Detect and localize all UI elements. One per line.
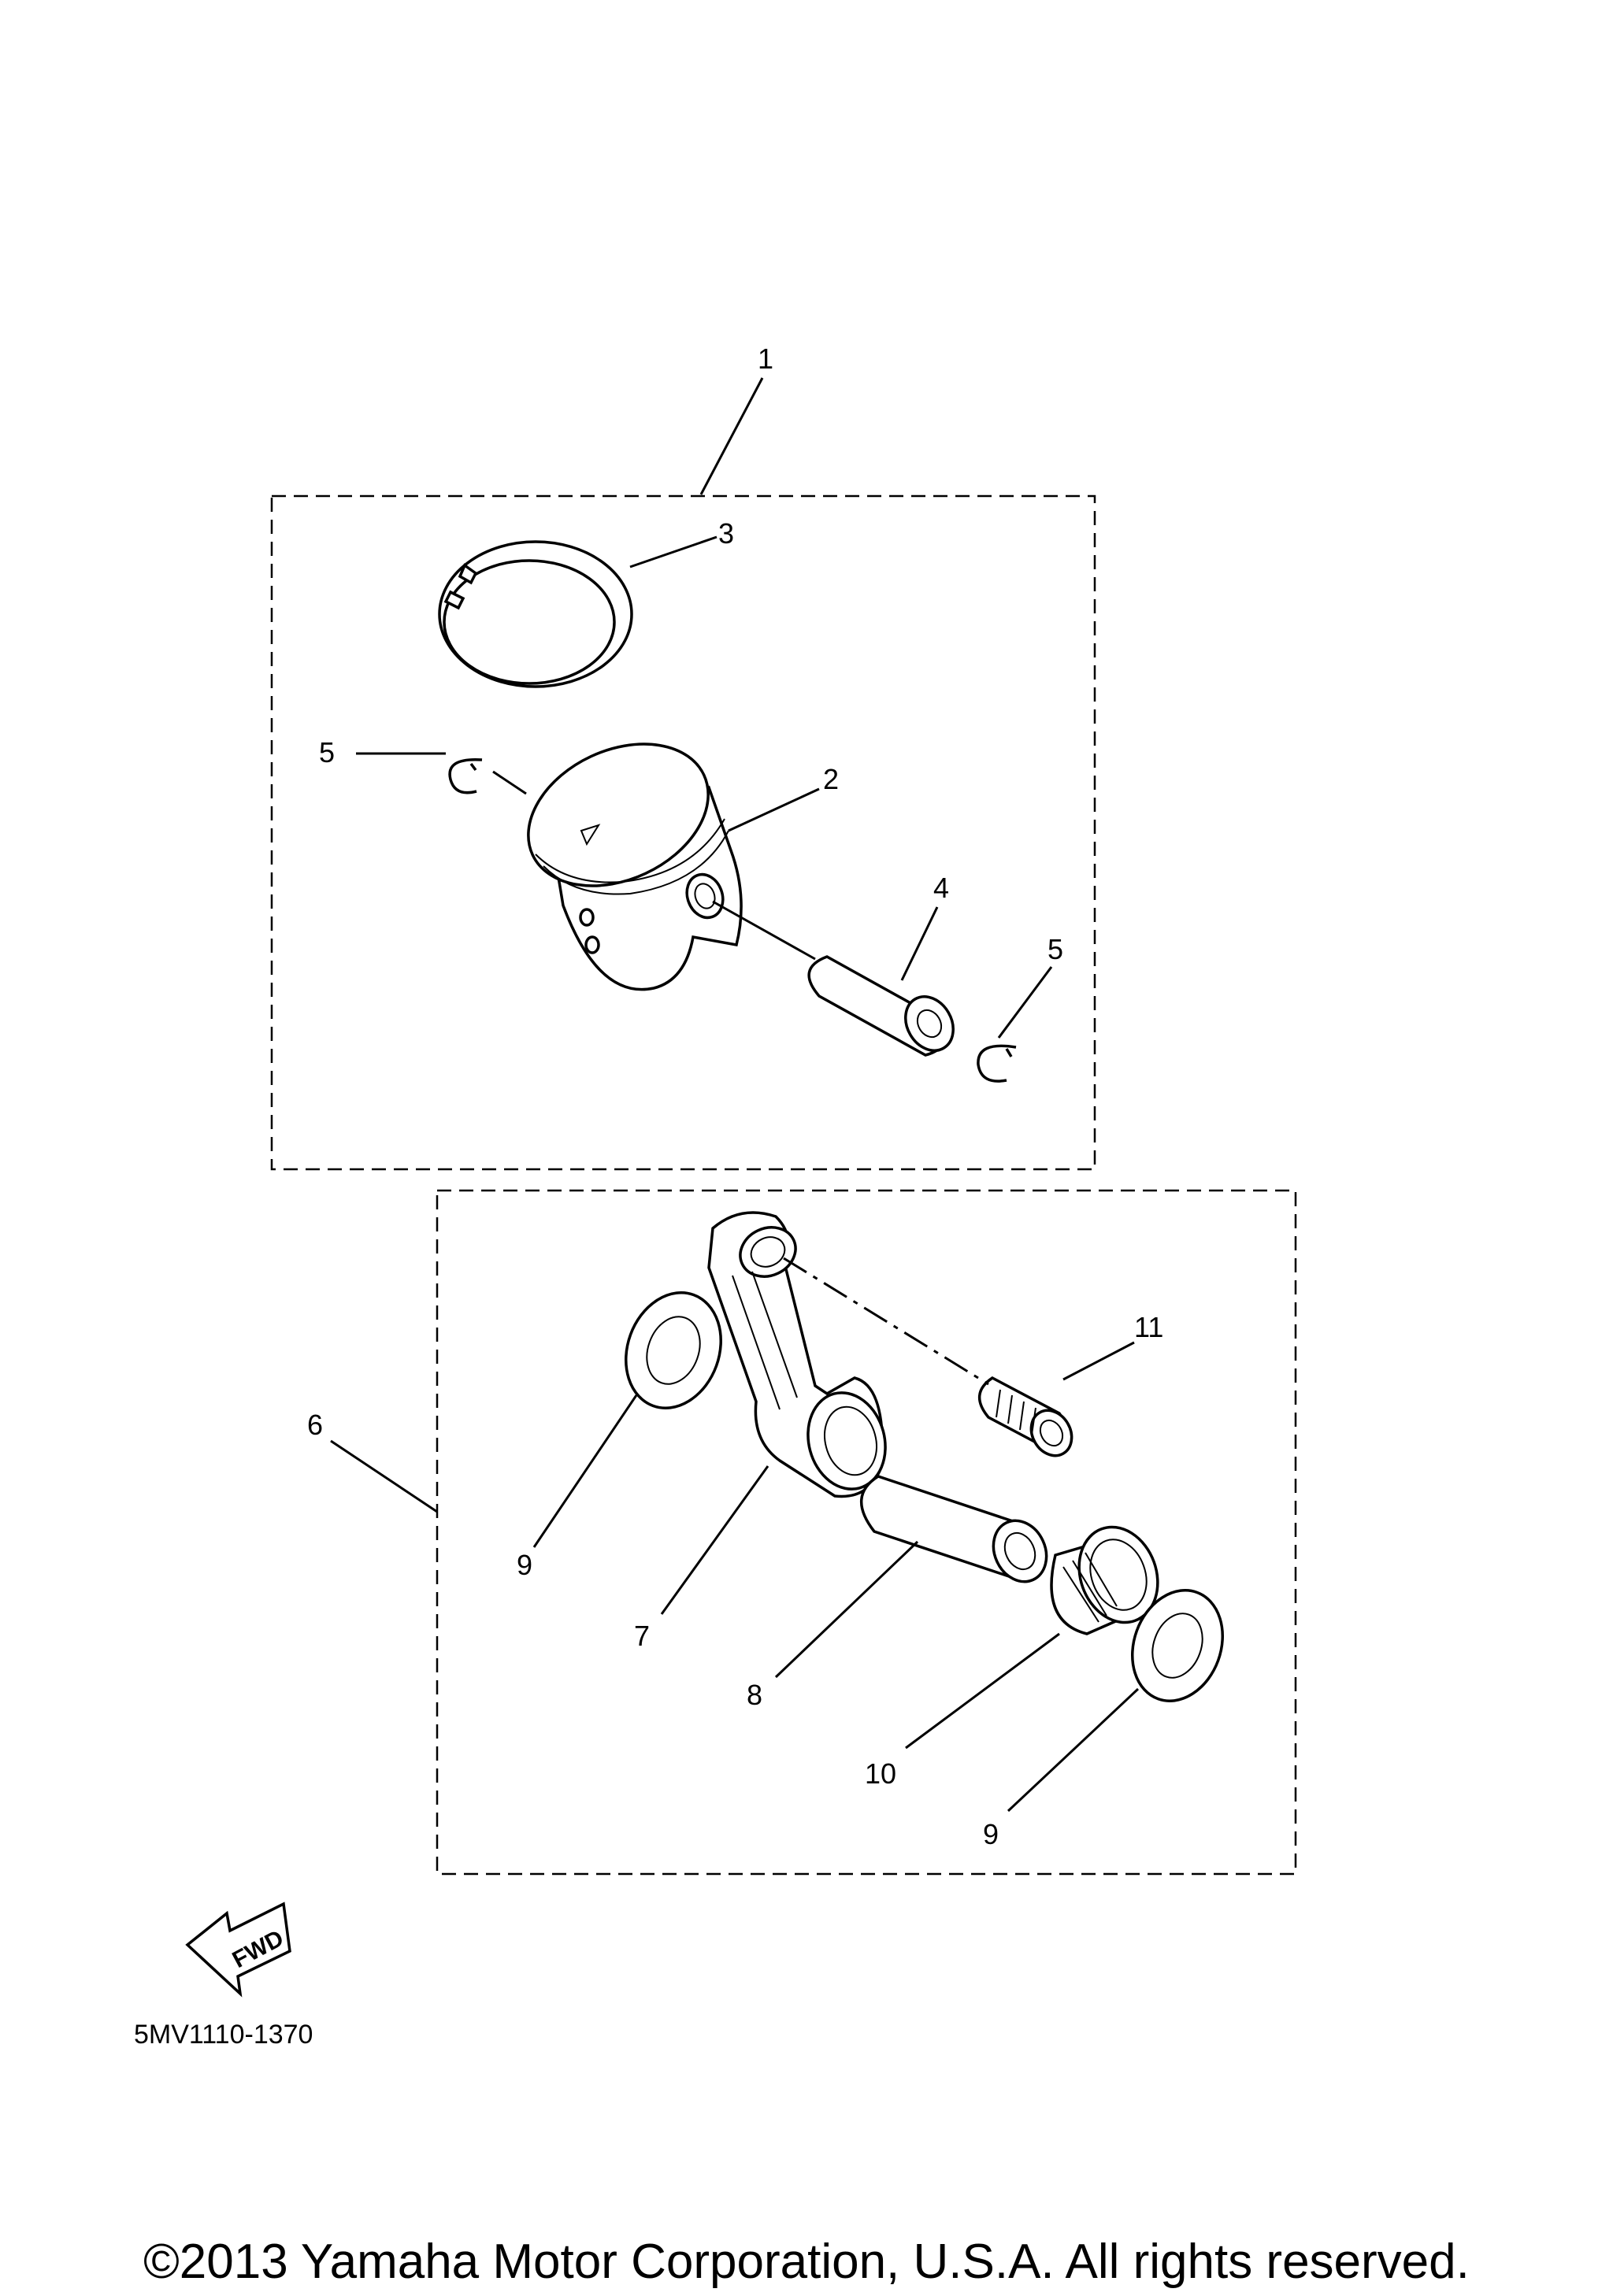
callout-2: 2 [823,763,839,795]
callout-5-right: 5 [1048,933,1063,965]
callout-7: 7 [634,1620,650,1652]
fwd-arrow-icon: FWD [185,1902,291,1998]
callout-6: 6 [307,1409,323,1441]
piston-pin[interactable] [807,955,962,1059]
crank-pin[interactable] [860,1475,1056,1591]
connecting-rod-group-box [436,1189,1297,1876]
thrust-washer-lower[interactable] [1118,1578,1238,1714]
circlip-left[interactable] [448,757,483,794]
small-end-bearing[interactable] [977,1376,1080,1463]
callout-9-upper: 9 [517,1549,532,1581]
callout-3: 3 [718,517,734,550]
piston[interactable] [506,717,743,991]
callout-9-lower: 9 [983,1818,999,1850]
big-end-bearing[interactable] [1050,1516,1170,1635]
piston-kit-group-box [270,494,1096,1171]
thrust-washer-upper[interactable] [610,1279,736,1422]
diagram-code: 5MV1110-1370 [134,2020,313,2050]
callout-11: 11 [1134,1311,1163,1343]
connecting-rod[interactable] [707,1211,895,1498]
callout-8: 8 [747,1679,762,1711]
piston-ring[interactable] [438,540,633,688]
callout-4: 4 [933,872,949,904]
circlip-right[interactable] [977,1044,1017,1083]
copyright-notice: ©2013 Yamaha Motor Corporation, U.S.A. A… [143,2235,1470,2289]
callout-5-left: 5 [319,736,335,768]
callout-1: 1 [758,343,773,375]
callout-10: 10 [865,1757,896,1790]
